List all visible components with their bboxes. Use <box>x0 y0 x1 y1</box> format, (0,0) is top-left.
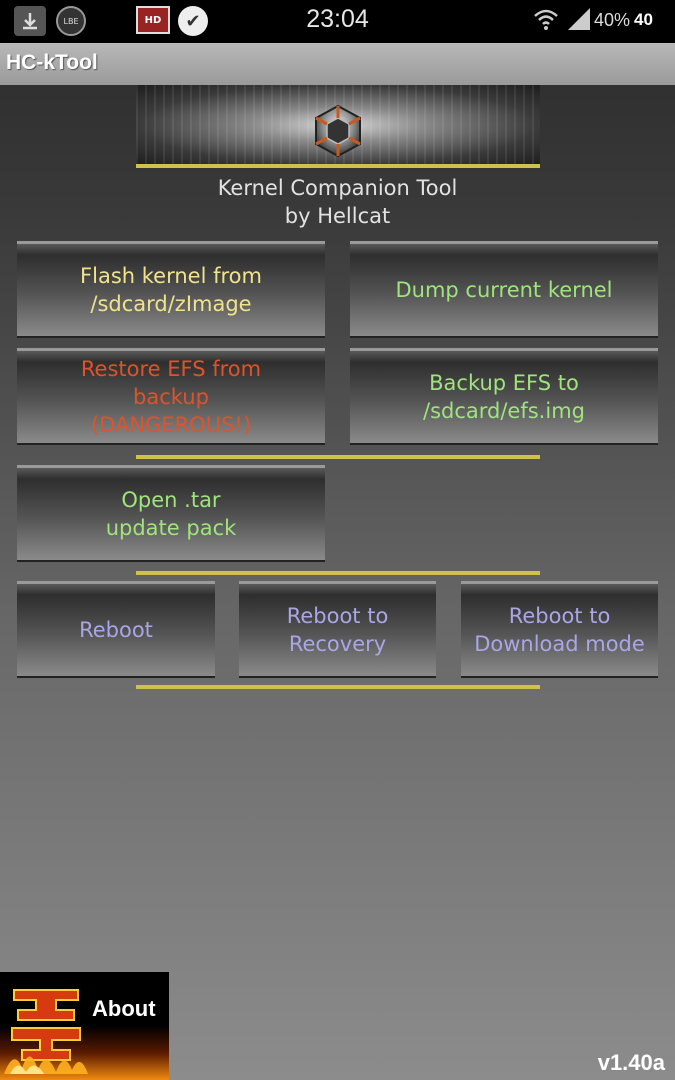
dump-kernel-button-line1: Dump current kernel <box>395 278 613 302</box>
battery-percent: 40% <box>594 10 631 30</box>
flash-kernel-button-line1: Flash kernel from <box>80 264 262 288</box>
reboot-recovery-button-line1: Reboot to <box>286 604 389 628</box>
open-tar-button-line1: Open .tar <box>121 488 221 512</box>
lbe-icon-label: LBE <box>63 16 79 26</box>
hd-icon: HD <box>136 6 170 34</box>
reboot-download-button-line2: Download mode <box>474 632 645 656</box>
open-tar-button-line2: update pack <box>105 516 237 540</box>
title-bar: HC-kTool <box>0 43 675 85</box>
reboot-recovery-button-line2: Recovery <box>288 632 387 656</box>
backup-efs-button[interactable]: Backup EFS to /sdcard/efs.img <box>350 348 658 445</box>
reboot-button[interactable]: Reboot <box>17 581 215 678</box>
about-label: About <box>92 996 156 1021</box>
flash-kernel-button-line2: /sdcard/zImage <box>90 292 252 316</box>
reboot-download-button[interactable]: Reboot to Download mode <box>461 581 658 678</box>
section-divider <box>136 571 540 575</box>
app-title: HC-kTool <box>6 51 98 74</box>
restore-efs-button-line2: backup <box>133 385 209 409</box>
download-icon <box>14 6 46 36</box>
reboot-button-line1: Reboot <box>79 618 153 642</box>
check-icon: ✔ <box>178 6 208 36</box>
restore-efs-button-line1: Restore EFS from <box>80 357 262 381</box>
status-bar: LBE HD ✔ 23:04 40% 40 <box>0 0 675 43</box>
open-tar-button[interactable]: Open .tar update pack <box>17 465 325 562</box>
reboot-recovery-button[interactable]: Reboot to Recovery <box>239 581 436 678</box>
hc-logo-icon <box>315 104 361 158</box>
dump-kernel-button[interactable]: Dump current kernel <box>350 241 658 338</box>
flash-kernel-button[interactable]: Flash kernel from /sdcard/zImage <box>17 241 325 338</box>
reboot-download-button-line1: Reboot to <box>508 604 611 628</box>
status-time: 23:04 <box>306 5 369 33</box>
hd-icon-label: HD <box>144 14 162 26</box>
subtitle-line1: Kernel Companion Tool <box>217 176 458 200</box>
version-label: v1.40a <box>597 1050 665 1075</box>
restore-efs-button[interactable]: Restore EFS from backup (DANGEROUS!) <box>17 348 325 445</box>
section-divider <box>136 685 540 689</box>
wifi-icon <box>533 6 559 32</box>
about-button[interactable]: About <box>0 972 169 1080</box>
restore-efs-button-line3: (DANGEROUS!) <box>90 413 252 437</box>
section-divider <box>136 455 540 459</box>
backup-efs-button-line1: Backup EFS to <box>429 371 579 395</box>
battery-badge: 40 <box>634 10 653 29</box>
hc-flame-logo-icon <box>4 989 88 1074</box>
subtitle-line2: by Hellcat <box>284 204 391 228</box>
backup-efs-button-line2: /sdcard/efs.img <box>423 399 585 423</box>
lbe-icon: LBE <box>56 6 86 36</box>
banner-underline <box>136 164 540 168</box>
signal-icon <box>566 6 592 32</box>
